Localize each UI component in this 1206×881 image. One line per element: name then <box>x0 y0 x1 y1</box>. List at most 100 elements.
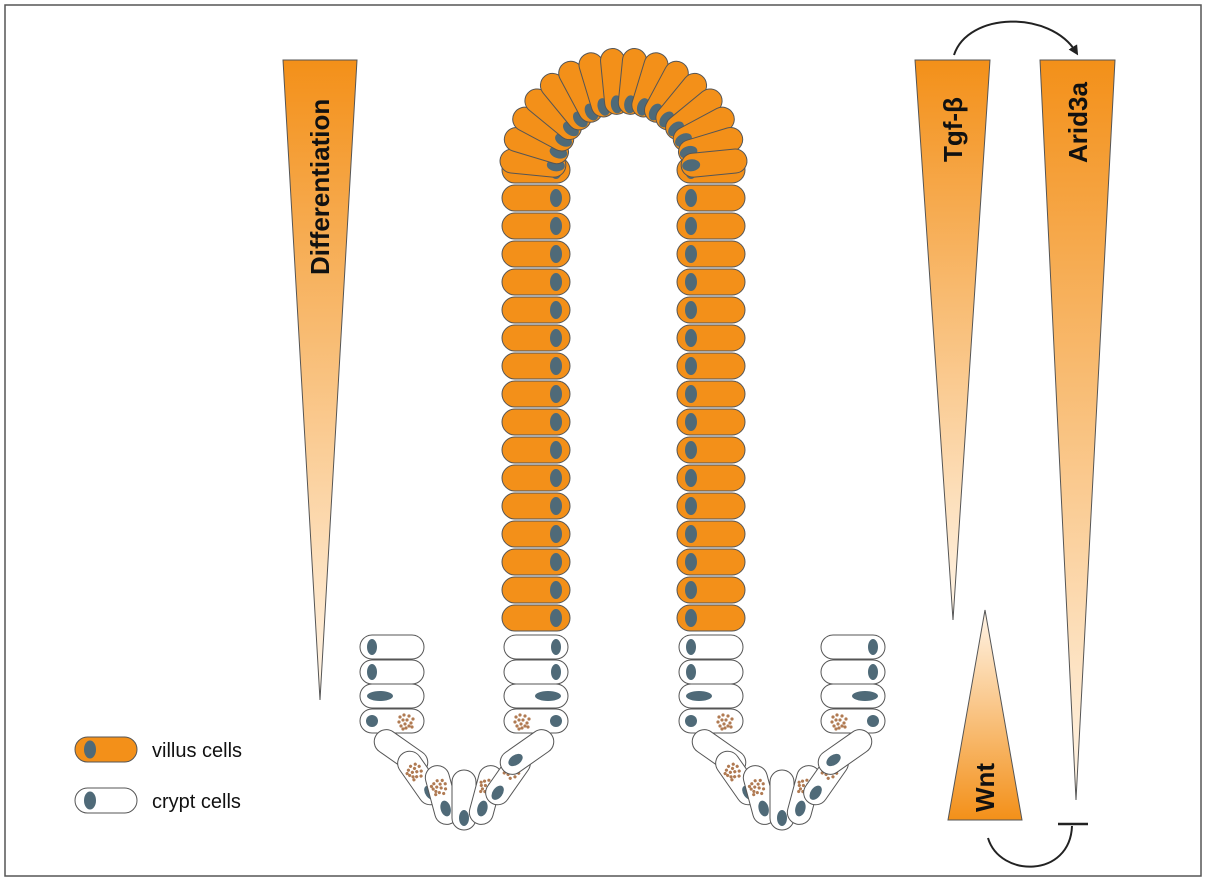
nucleus <box>550 301 562 319</box>
nucleus <box>550 581 562 599</box>
nucleus <box>685 329 697 347</box>
villus-cell <box>502 521 570 547</box>
nucleus <box>852 691 878 701</box>
villus-cell <box>677 241 745 267</box>
villus-cell <box>502 213 570 239</box>
villus-cell <box>502 437 570 463</box>
crypt-cell <box>821 709 885 733</box>
villus-cell <box>677 409 745 435</box>
legend-villus-swatch <box>75 737 137 762</box>
nucleus <box>685 413 697 431</box>
villus-cell <box>502 185 570 211</box>
nucleus <box>367 664 377 680</box>
nucleus <box>685 217 697 235</box>
nucleus <box>550 245 562 263</box>
nucleus <box>550 273 562 291</box>
nucleus <box>550 385 562 403</box>
villus-cell <box>502 549 570 575</box>
arid3a-label: Arid3a <box>1063 82 1093 163</box>
villus-cell <box>677 493 745 519</box>
crypt-cell <box>679 660 743 684</box>
villus-cell <box>502 297 570 323</box>
nucleus <box>685 189 697 207</box>
villus-cell <box>502 605 570 631</box>
crypt-cell <box>360 635 424 659</box>
villus-cell <box>502 325 570 351</box>
nucleus <box>550 497 562 515</box>
nucleus <box>366 715 378 727</box>
villus-cell <box>502 353 570 379</box>
nucleus <box>685 715 697 727</box>
crypt-cell <box>821 684 885 708</box>
nucleus <box>685 245 697 263</box>
nucleus <box>550 413 562 431</box>
villus-cell <box>502 381 570 407</box>
nucleus <box>550 329 562 347</box>
nucleus <box>551 639 561 655</box>
legend-crypt-swatch <box>75 788 137 813</box>
tgf-beta-label: Tgf-β <box>938 97 968 162</box>
villus-cell <box>677 521 745 547</box>
crypt-cell <box>360 684 424 708</box>
crypt-cell <box>504 709 568 733</box>
villus-cell <box>502 577 570 603</box>
villus-cell <box>502 493 570 519</box>
nucleus <box>551 664 561 680</box>
nucleus <box>550 189 562 207</box>
nucleus <box>867 715 879 727</box>
nucleus <box>686 639 696 655</box>
villus-cell <box>677 353 745 379</box>
nucleus <box>550 217 562 235</box>
differentiation-label: Differentiation <box>305 99 335 275</box>
nucleus <box>459 810 469 826</box>
nucleus <box>685 553 697 571</box>
nucleus <box>868 664 878 680</box>
villus-cell <box>677 325 745 351</box>
crypt-cell <box>504 635 568 659</box>
nucleus <box>685 441 697 459</box>
nucleus <box>550 553 562 571</box>
villus-cell <box>502 465 570 491</box>
nucleus <box>367 691 393 701</box>
villus-cell <box>677 549 745 575</box>
nucleus <box>686 691 712 701</box>
nucleus <box>685 497 697 515</box>
villus-cell <box>677 269 745 295</box>
nucleus <box>550 469 562 487</box>
villus-cell <box>502 409 570 435</box>
crypt-cell <box>360 660 424 684</box>
nucleus <box>685 273 697 291</box>
nucleus <box>777 810 787 826</box>
crypt-cell <box>679 709 743 733</box>
villus-cell <box>677 465 745 491</box>
legend-crypt-label: crypt cells <box>152 791 241 813</box>
legend-villus-label: villus cells <box>152 740 242 762</box>
crypt-cell <box>504 684 568 708</box>
nucleus <box>868 639 878 655</box>
villus-cell <box>677 605 745 631</box>
nucleus <box>535 691 561 701</box>
nucleus <box>685 525 697 543</box>
nucleus <box>685 385 697 403</box>
nucleus <box>550 441 562 459</box>
villus-cell <box>502 241 570 267</box>
villus-cell <box>677 297 745 323</box>
villus-cell <box>677 213 745 239</box>
villus-cell <box>677 577 745 603</box>
nucleus <box>367 639 377 655</box>
nucleus <box>685 301 697 319</box>
crypt-cell <box>679 635 743 659</box>
crypt-cell <box>821 660 885 684</box>
wnt-label: Wnt <box>970 763 1000 812</box>
nucleus <box>550 609 562 627</box>
crypt-cell <box>360 709 424 733</box>
crypt-cell <box>504 660 568 684</box>
nucleus <box>685 609 697 627</box>
villus-cell <box>677 381 745 407</box>
crypt-cell <box>679 684 743 708</box>
nucleus <box>685 469 697 487</box>
villus-cell <box>677 437 745 463</box>
villus-cell <box>502 269 570 295</box>
